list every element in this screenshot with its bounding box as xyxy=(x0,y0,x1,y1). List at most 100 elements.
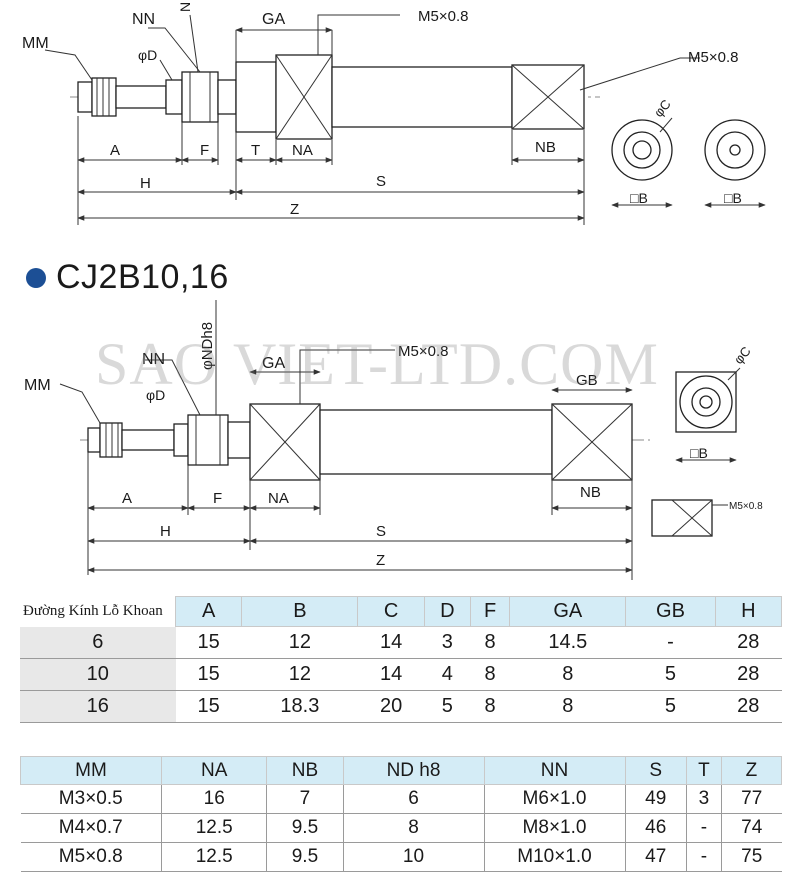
label-nd: N xyxy=(177,2,193,12)
table-cell: M8×1.0 xyxy=(483,813,625,843)
label-h: H xyxy=(140,175,151,192)
table-cell: 15 xyxy=(175,658,242,691)
table-cell: M6×1.0 xyxy=(483,784,625,814)
bore-cell: 6 xyxy=(20,626,176,659)
dimension-table-2: MM NA NB ND h8 NN S T Z M3×0.5 16 7 6 M6… xyxy=(20,756,783,872)
table-row: M5×0.8 12.5 9.5 10 M10×1.0 47 - 75 xyxy=(20,842,782,872)
table-cell: - xyxy=(625,626,716,659)
table-cell: M3×0.5 xyxy=(20,784,162,814)
label-b-2: □B xyxy=(724,190,742,206)
table-row: 16 15 18.3 20 5 8 8 5 28 xyxy=(20,690,782,723)
col-header: MM xyxy=(20,756,162,785)
table-cell: 8 xyxy=(470,690,510,723)
table-cell: 15 xyxy=(175,626,242,659)
bore-cell: 16 xyxy=(20,690,176,723)
table-row: M4×0.7 12.5 9.5 8 M8×1.0 46 - 74 xyxy=(20,813,782,843)
col-header: Z xyxy=(720,756,783,785)
table-cell: - xyxy=(685,842,722,872)
label-a: A xyxy=(122,490,132,507)
col-header: D xyxy=(423,596,471,627)
bore-header: Đường Kính Lỗ Khoan xyxy=(20,596,176,627)
label-gb: GB xyxy=(576,372,598,389)
label-z: Z xyxy=(290,201,299,218)
table-cell: 5 xyxy=(625,690,716,723)
label-port-top: M5×0.8 xyxy=(418,8,468,25)
label-phi-d: φD xyxy=(146,387,165,403)
table-cell: 3 xyxy=(424,626,471,659)
table-cell: 14 xyxy=(357,626,425,659)
table-cell: 12 xyxy=(241,626,358,659)
table-cell: 8 xyxy=(509,658,626,691)
table-cell: 12 xyxy=(241,658,358,691)
table-cell: 14 xyxy=(357,658,425,691)
col-header: B xyxy=(241,596,359,627)
label-phi-d: φD xyxy=(138,47,157,63)
table-cell: 10 xyxy=(342,842,484,872)
col-header: A xyxy=(174,596,243,627)
table-row: 6 15 12 14 3 8 14.5 - 28 xyxy=(20,626,782,659)
table-cell: 8 xyxy=(342,813,484,843)
label-port-small: M5×0.8 xyxy=(729,501,763,512)
table-cell: 77 xyxy=(720,784,782,814)
table-cell: 8 xyxy=(470,626,510,659)
label-z: Z xyxy=(376,552,385,569)
col-header: F xyxy=(469,596,511,627)
label-nb: NB xyxy=(535,139,556,156)
col-header: GB xyxy=(625,596,716,627)
table-cell: M5×0.8 xyxy=(20,842,162,872)
table-cell: 14.5 xyxy=(509,626,626,659)
table-cell: 28 xyxy=(715,626,782,659)
bottom-cylinder-drawing: MM NN φNDh8 φD GA M5×0.8 GB φC □B A F NA… xyxy=(24,300,763,580)
col-header: H xyxy=(714,596,783,627)
series-heading: CJ2B10,16 xyxy=(26,258,229,297)
col-header: ND h8 xyxy=(342,756,485,785)
table-cell: 15 xyxy=(175,690,242,723)
label-na: NA xyxy=(268,490,289,507)
table-cell: 3 xyxy=(685,784,722,814)
table-cell: 6 xyxy=(342,784,484,814)
col-header: C xyxy=(357,596,425,627)
series-title: CJ2B10,16 xyxy=(56,258,229,296)
label-phi-c: φC xyxy=(731,344,754,367)
table-cell: 12.5 xyxy=(160,842,267,872)
label-mm: MM xyxy=(22,35,49,52)
bullet-icon xyxy=(26,267,46,288)
table-cell: 12.5 xyxy=(160,813,267,843)
table-cell: 20 xyxy=(357,690,425,723)
label-s: S xyxy=(376,173,386,190)
table-cell: 7 xyxy=(266,784,343,814)
label-ga: GA xyxy=(262,11,285,28)
table-cell: 9.5 xyxy=(266,842,343,872)
label-nn: NN xyxy=(142,351,165,368)
table-cell: 74 xyxy=(720,813,782,843)
label-phi-c: φC xyxy=(651,97,674,120)
table-cell: 9.5 xyxy=(266,813,343,843)
col-header: NB xyxy=(266,756,344,785)
bore-cell: 10 xyxy=(20,658,176,691)
table-cell: - xyxy=(685,813,722,843)
table-cell: M10×1.0 xyxy=(483,842,625,872)
table-cell: 28 xyxy=(715,690,782,723)
table-cell: 18.3 xyxy=(241,690,358,723)
label-b: □B xyxy=(690,445,708,461)
col-header: GA xyxy=(509,596,627,627)
dimension-table-1: Đường Kính Lỗ Khoan A B C D F GA GB H 6 … xyxy=(20,596,783,723)
table-cell: 47 xyxy=(624,842,687,872)
label-mm: MM xyxy=(24,377,51,394)
label-f: F xyxy=(200,142,209,159)
col-header: S xyxy=(624,756,687,785)
label-t: T xyxy=(251,142,260,159)
table-cell: 28 xyxy=(715,658,782,691)
top-cylinder-drawing: MM NN N GA M5×0.8 M5×0.8 φD φC A F T NA … xyxy=(22,2,766,225)
table-cell: 46 xyxy=(624,813,687,843)
table-cell: 5 xyxy=(424,690,471,723)
table-row: M3×0.5 16 7 6 M6×1.0 49 3 77 xyxy=(20,784,782,814)
table-row: 10 15 12 14 4 8 8 5 28 xyxy=(20,658,782,691)
col-header: NA xyxy=(160,756,268,785)
table-cell: M4×0.7 xyxy=(20,813,162,843)
label-a: A xyxy=(110,142,120,159)
table-cell: 5 xyxy=(625,658,716,691)
col-header: NN xyxy=(483,756,626,785)
label-b-1: □B xyxy=(630,190,648,206)
label-nd: φNDh8 xyxy=(199,322,216,370)
